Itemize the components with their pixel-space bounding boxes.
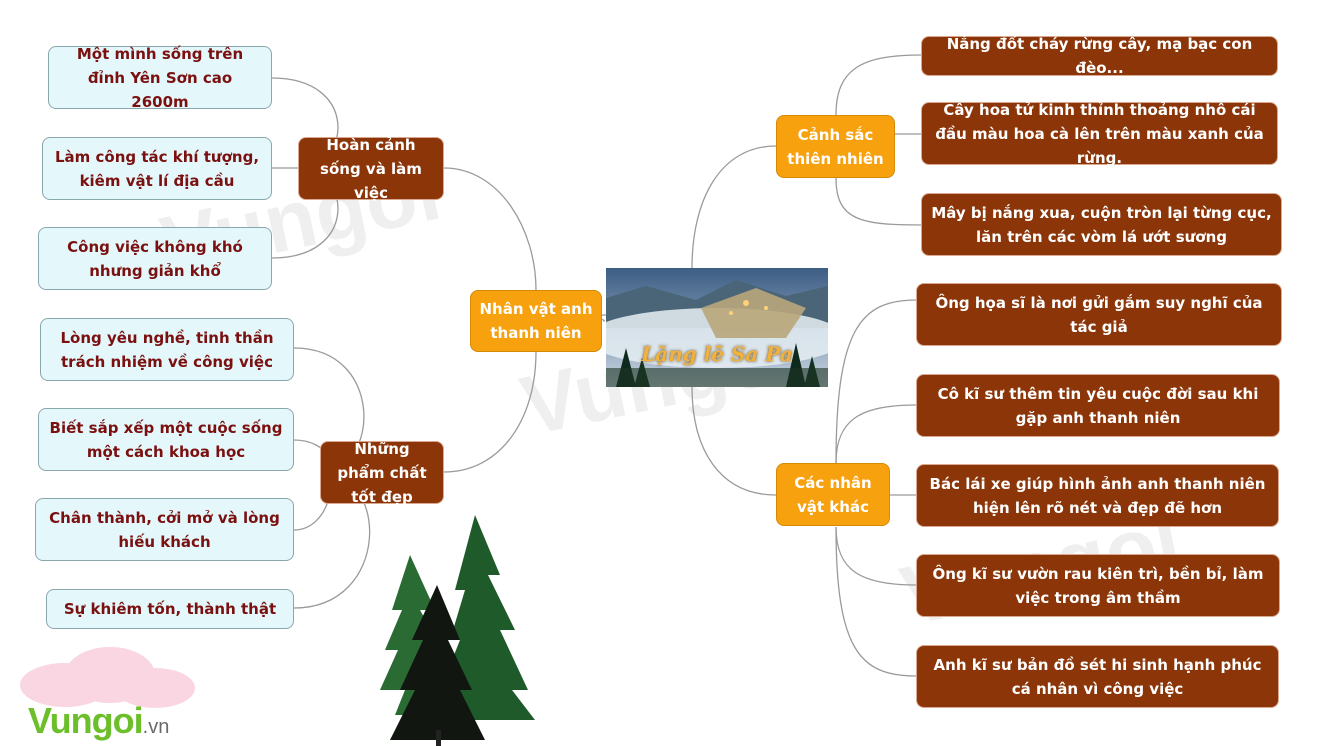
leaf-node[interactable]: Nắng đốt cháy rừng cây, mạ bạc con đèo..…: [921, 35, 1278, 77]
branch-label: Hoàn cảnh sống và làm việc: [320, 135, 422, 202]
leaf-label: Ông kĩ sư vườn rau kiên trì, bền bỉ, làm…: [932, 564, 1264, 607]
leaf-label: Công việc không khó nhưng giản khổ: [67, 237, 243, 280]
leaf-node[interactable]: Cô kĩ sư thêm tin yêu cuộc đời sau khi g…: [916, 374, 1280, 437]
leaf-label: Chân thành, cởi mở và lòng hiếu khách: [49, 508, 280, 551]
leaf-label: Cô kĩ sư thêm tin yêu cuộc đời sau khi g…: [937, 384, 1259, 427]
branch-natural-scenery[interactable]: Cảnh sắc thiên nhiên: [776, 115, 895, 178]
leaf-label: Sự khiêm tốn, thành thật: [63, 600, 277, 618]
logo-main: Vungoi: [28, 700, 144, 741]
leaf-label: Anh kĩ sư bản đồ sét hi sinh hạnh phúc c…: [933, 655, 1262, 698]
leaf-node[interactable]: Biết sắp xếp một cuộc sống một cách khoa…: [38, 408, 294, 471]
leaf-node[interactable]: Một mình sống trên đỉnh Yên Sơn cao 2600…: [48, 45, 272, 111]
tree-illustration: [380, 515, 535, 746]
branch-label: Nhân vật anh thanh niên: [479, 300, 593, 342]
leaf-node[interactable]: Ông kĩ sư vườn rau kiên trì, bền bỉ, làm…: [916, 554, 1280, 617]
branch-label: Cảnh sắc thiên nhiên: [787, 125, 884, 168]
branch-label: Những phẩm chất tốt đẹp: [337, 439, 427, 506]
center-title: Lặng lẽ Sa Pa: [641, 342, 793, 366]
branch-main-character[interactable]: Nhân vật anh thanh niên: [470, 290, 602, 352]
leaf-node[interactable]: Anh kĩ sư bản đồ sét hi sinh hạnh phúc c…: [916, 645, 1279, 708]
leaf-node[interactable]: Sự khiêm tốn, thành thật: [46, 589, 294, 629]
logo-suffix: .vn: [142, 716, 170, 738]
branch-good-qualities[interactable]: Những phẩm chất tốt đẹp: [320, 440, 444, 506]
leaf-node[interactable]: Ông họa sĩ là nơi gửi gắm suy nghĩ của t…: [916, 283, 1282, 346]
leaf-node[interactable]: Công việc không khó nhưng giản khổ: [38, 227, 272, 290]
leaf-label: Một mình sống trên đỉnh Yên Sơn cao 2600…: [76, 44, 244, 111]
leaf-node[interactable]: Lòng yêu nghề, tinh thần trách nhiệm về …: [40, 318, 294, 381]
leaf-label: Biết sắp xếp một cuộc sống một cách khoa…: [49, 418, 283, 461]
mountain-landscape-image: [606, 268, 828, 387]
center-image: Lặng lẽ Sa Pa: [606, 268, 828, 387]
leaf-node[interactable]: Mây bị nắng xua, cuộn tròn lại từng cục,…: [921, 193, 1282, 256]
leaf-label: Nắng đốt cháy rừng cây, mạ bạc con đèo..…: [946, 35, 1253, 77]
logo: Vungoi.vn: [28, 700, 169, 742]
branch-living-conditions[interactable]: Hoàn cảnh sống và làm việc: [298, 136, 444, 202]
leaf-label: Làm công tác khí tượng, kiêm vật lí địa …: [54, 147, 260, 190]
leaf-label: Lòng yêu nghề, tinh thần trách nhiệm về …: [60, 328, 274, 371]
leaf-label: Ông họa sĩ là nơi gửi gắm suy nghĩ của t…: [935, 293, 1263, 336]
leaf-label: Cây hoa tử kinh thỉnh thoảng nhô cái đầu…: [935, 100, 1264, 167]
leaf-node[interactable]: Làm công tác khí tượng, kiêm vật lí địa …: [42, 137, 272, 200]
branch-label: Các nhân vật khác: [794, 473, 872, 516]
leaf-label: Mây bị nắng xua, cuộn tròn lại từng cục,…: [931, 203, 1272, 246]
leaf-node[interactable]: Cây hoa tử kinh thỉnh thoảng nhô cái đầu…: [921, 101, 1278, 167]
leaf-node[interactable]: Chân thành, cởi mở và lòng hiếu khách: [35, 498, 294, 561]
branch-other-characters[interactable]: Các nhân vật khác: [776, 463, 890, 526]
cloud-logo-icon: [20, 647, 195, 708]
leaf-node[interactable]: Bác lái xe giúp hình ảnh anh thanh niên …: [916, 464, 1279, 527]
leaf-label: Bác lái xe giúp hình ảnh anh thanh niên …: [929, 474, 1266, 517]
